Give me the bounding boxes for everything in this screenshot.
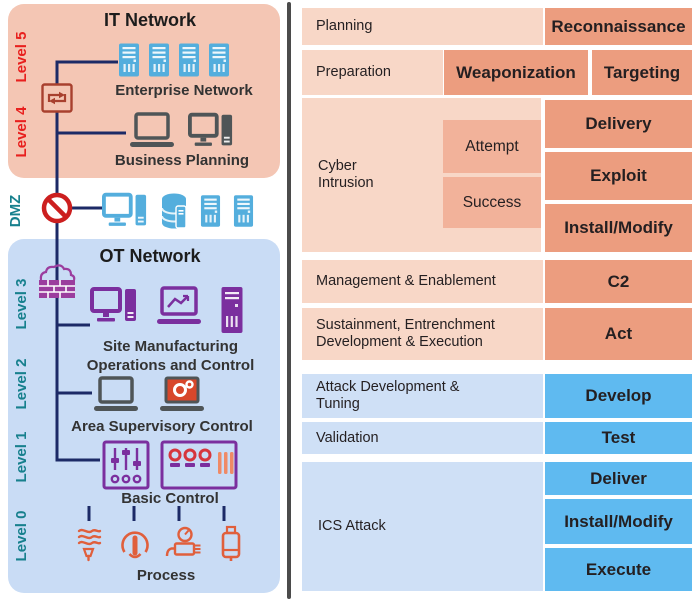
stage-attack-development: Attack Development & Tuning xyxy=(302,374,543,418)
stage-validation: Validation xyxy=(302,422,543,454)
plc-controller-icon xyxy=(102,440,150,490)
rack-server-icon xyxy=(178,43,200,77)
firewall-icon xyxy=(36,262,78,302)
phase-execute: Execute xyxy=(545,548,692,591)
site-operations-label: Site Manufacturing Operations and Contro… xyxy=(86,338,255,374)
push-button-icon xyxy=(118,525,152,563)
level-2-label: Level 2 xyxy=(13,358,30,410)
rack-server-icon xyxy=(200,194,221,228)
stage-planning: Planning xyxy=(302,8,543,45)
level-4-label: Level 4 xyxy=(13,106,30,158)
pressure-gauge-icon xyxy=(165,525,203,563)
phase-develop: Develop xyxy=(545,374,692,418)
control-panel-icon xyxy=(160,440,238,490)
phase-test: Test xyxy=(545,422,692,454)
stage-sustainment: Sustainment, Entrenchment Development & … xyxy=(302,308,543,360)
stage-ics-attack: ICS Attack xyxy=(302,462,543,591)
dmz-server-group xyxy=(102,192,254,230)
phase-delivery: Delivery xyxy=(545,100,692,148)
phase-install-modify: Install/Modify xyxy=(545,204,692,252)
phase-deliver: Deliver xyxy=(545,462,692,495)
enterprise-network-label: Enterprise Network xyxy=(115,82,253,99)
panel-divider xyxy=(287,2,291,599)
stage-management-enablement: Management & Enablement xyxy=(302,260,543,303)
business-planning-label: Business Planning xyxy=(114,152,250,169)
desktop-computer-icon xyxy=(102,192,148,230)
site-operations-group xyxy=(90,286,244,334)
laptop-icon xyxy=(128,112,176,150)
enterprise-server-group xyxy=(118,43,230,77)
heater-coil-icon xyxy=(73,525,105,563)
phase-act: Act xyxy=(545,308,692,360)
phase-targeting: Targeting xyxy=(592,50,692,95)
sub-attempt: Attempt xyxy=(443,120,541,173)
phase-exploit: Exploit xyxy=(545,152,692,200)
router-icon xyxy=(41,83,73,113)
gear-laptop-icon xyxy=(158,376,206,414)
laptop-icon xyxy=(92,376,140,414)
it-network-title: IT Network xyxy=(103,10,196,30)
rack-server-icon xyxy=(208,43,230,77)
supervisory-group xyxy=(92,376,206,414)
ot-network-title: OT Network xyxy=(99,246,201,266)
desktop-computer-icon xyxy=(188,112,234,150)
level-3-label: Level 3 xyxy=(13,278,30,330)
rack-server-icon xyxy=(148,43,170,77)
rack-server-icon xyxy=(233,194,254,228)
process-label: Process xyxy=(136,567,196,584)
phase-c2: C2 xyxy=(545,260,692,303)
level-1-label: Level 1 xyxy=(13,431,30,483)
database-icon xyxy=(160,192,188,230)
level-5-label: Level 5 xyxy=(13,31,30,83)
phase-reconnaissance: Reconnaissance xyxy=(545,8,692,45)
desktop-computer-icon xyxy=(90,286,138,326)
server-tower-icon xyxy=(220,286,244,334)
sub-success: Success xyxy=(443,177,541,228)
stage-preparation: Preparation xyxy=(302,50,443,95)
dmz-label: DMZ xyxy=(7,194,24,228)
hmi-laptop-icon xyxy=(154,286,204,328)
area-supervisory-label: Area Supervisory Control xyxy=(71,418,253,435)
basic-control-label: Basic Control xyxy=(121,490,219,507)
business-planning-group xyxy=(128,112,234,150)
level-0-label: Level 0 xyxy=(13,510,30,562)
phase-install-modify-ics: Install/Modify xyxy=(545,499,692,544)
process-group xyxy=(73,525,246,563)
rack-server-icon xyxy=(118,43,140,77)
phase-weaponization: Weaponization xyxy=(444,50,588,95)
basic-control-group xyxy=(102,440,238,490)
no-entry-icon xyxy=(40,191,74,225)
actuator-icon xyxy=(216,525,246,563)
